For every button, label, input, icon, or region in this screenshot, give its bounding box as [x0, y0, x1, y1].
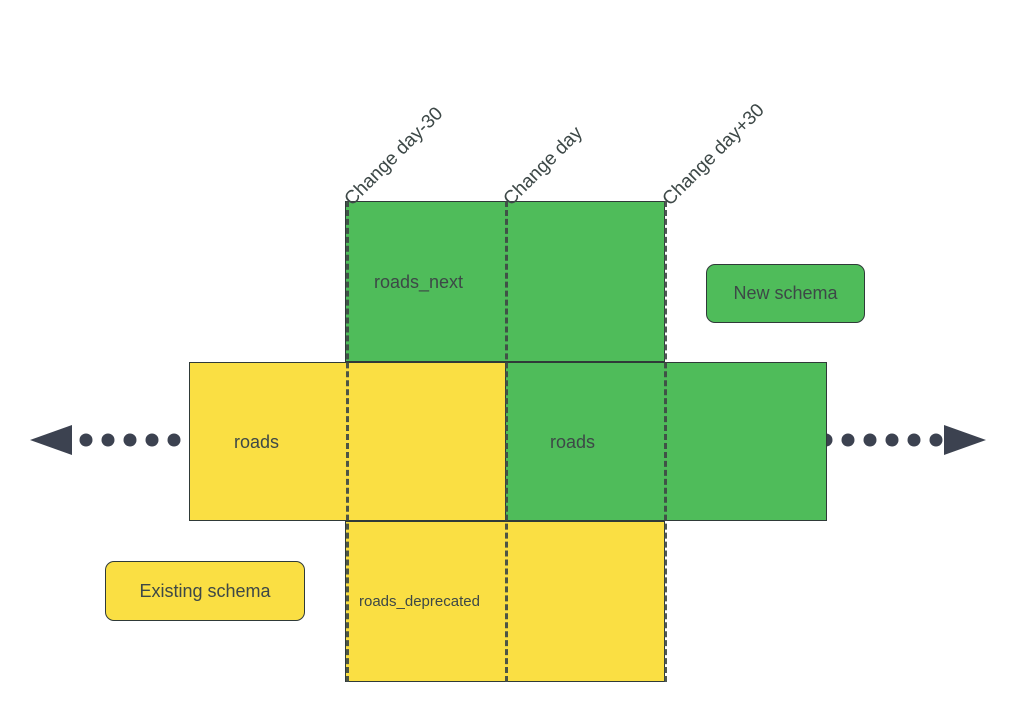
legend-new-schema-label: New schema: [733, 283, 838, 303]
legend-existing-schema-label: Existing schema: [139, 580, 271, 601]
block-roads-deprecated-label: roads_deprecated: [359, 593, 480, 610]
timeline-marker-line-change-day: [505, 201, 508, 682]
timeline-marker-label-change-day: Change day: [499, 122, 587, 210]
block-roads-next-label: roads_next: [374, 271, 464, 292]
timeline-marker-line-change-day-plus-30: [664, 201, 667, 682]
arrow-left-dotted-icon: [24, 424, 194, 456]
block-roads-existing-label: roads: [234, 431, 280, 452]
timeline-marker-label-change-day-plus-30: Change day+30: [658, 99, 769, 210]
arrow-right-dotted-icon: [822, 424, 992, 456]
legend-new-schema[interactable]: New schema: [706, 264, 865, 323]
block-roads-new-label: roads: [550, 431, 596, 452]
timeline-marker-label-change-day-minus-30: Change day-30: [340, 103, 448, 210]
timeline-marker-line-change-day-minus-30: [346, 201, 349, 682]
legend-existing-schema[interactable]: Existing schema: [105, 561, 305, 621]
